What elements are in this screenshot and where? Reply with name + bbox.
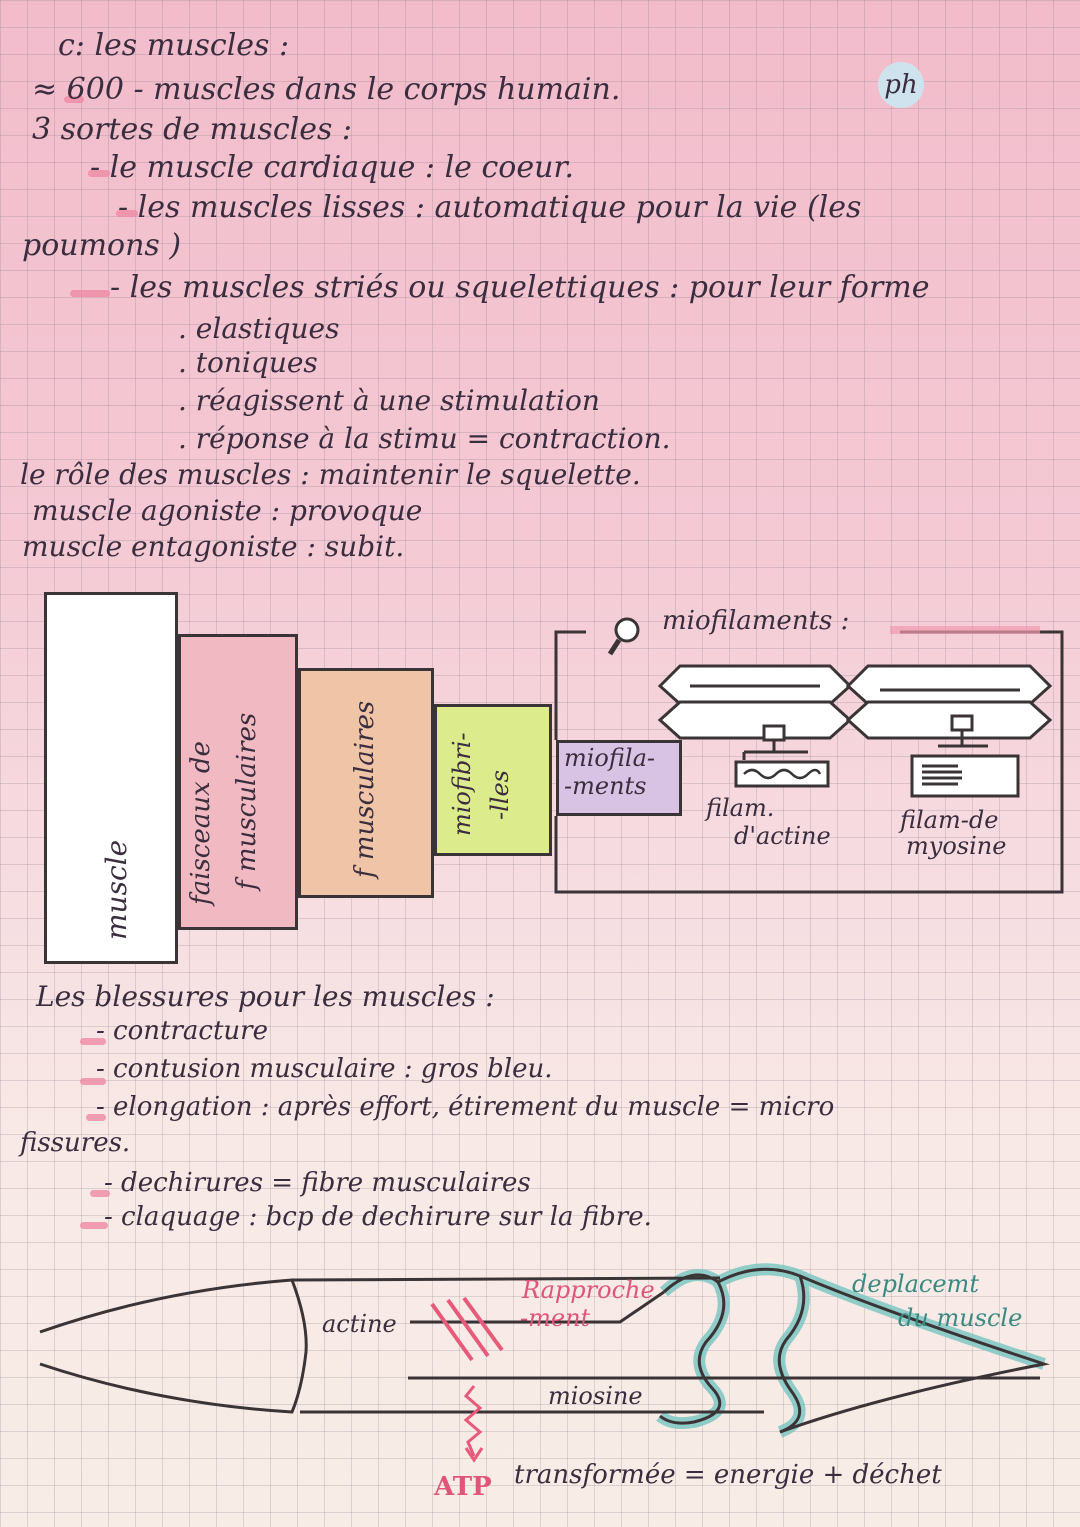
actin-label-2: d'actine [734, 822, 831, 850]
injury-elongation-cont: fissures. [20, 1128, 131, 1158]
type-cardiac: - le muscle cardiaque : le coeur. [90, 150, 574, 185]
bullet-dash [80, 1038, 106, 1045]
type-striated: - les muscles striés ou squelettiques : … [110, 270, 930, 305]
type-smooth-cont: poumons ) [22, 228, 182, 263]
injuries-title: Les blessures pour les muscles : [36, 980, 495, 1013]
atp-label: ATP [434, 1472, 492, 1502]
myosin-label-2: myosine [906, 832, 1007, 860]
myofilaments-box [556, 740, 682, 816]
muscle-fibers-box [298, 668, 434, 898]
muscle-box [44, 592, 178, 964]
injury-contracture: - contracture [96, 1016, 268, 1046]
muscle-end-right [659, 1267, 1050, 1434]
bullet-dash [86, 1114, 106, 1121]
muscle-end-left [39, 1276, 764, 1414]
muscle-count-line: ≈ 600 - muscles dans le corps humain. [32, 72, 621, 107]
actin-label: filam. [706, 794, 775, 822]
filament-bundle-drawing [657, 664, 1053, 740]
agonist-muscle: muscle agoniste : provoque [32, 494, 423, 527]
muscle-types-intro: 3 sortes de muscles : [32, 112, 353, 147]
bullet-dash [80, 1078, 106, 1085]
property-response: . réponse à la stimu = contraction. [178, 422, 671, 455]
injury-tear: - dechirures = fibre musculaires [104, 1168, 531, 1198]
miosine-label: miosine [548, 1382, 643, 1410]
property-tonic: . toniques [178, 346, 318, 379]
ph-stamp: ph [878, 62, 924, 108]
injury-contusion: - contusion musculaire : gros bleu. [96, 1054, 553, 1084]
section-title: c: les muscles : [58, 28, 290, 63]
bullet-dash [80, 1222, 108, 1229]
actine-label: actine [322, 1310, 397, 1338]
deplacement-label: deplacemt [852, 1270, 979, 1298]
magnifier-icon [607, 617, 640, 656]
myosin-filament-drawing [910, 754, 1020, 798]
strike-lines [430, 1296, 504, 1362]
deplacement-label-2: du muscle [898, 1304, 1023, 1332]
property-elastic: . elastiques [178, 312, 340, 345]
rapprochement-label: Rapproche [522, 1276, 655, 1304]
muscle-role: le rôle des muscles : maintenir le squel… [20, 458, 641, 491]
rapprochement-label-2: -ment [520, 1304, 591, 1332]
bullet-dash [116, 210, 138, 217]
atp-note: transformée = energie + déchet [514, 1460, 942, 1490]
bullet-dash [88, 170, 110, 177]
myofilaments-label-2: -ments [564, 772, 647, 800]
fiber-bundles-box [178, 634, 298, 930]
myosin-label: filam-de [900, 806, 999, 834]
injury-elongation: - elongation : après effort, étirement d… [96, 1092, 835, 1122]
zoom-title: miofilaments : [662, 606, 850, 636]
injury-strain: - claquage : bcp de dechirure sur la fib… [104, 1202, 652, 1232]
type-smooth: - les muscles lisses : automatique pour … [118, 190, 862, 225]
myofibrils-box [434, 704, 552, 856]
myofilaments-label: miofila- [564, 744, 655, 772]
bullet-dash [90, 1190, 110, 1197]
bullet-dash [70, 290, 110, 297]
actin-filament-drawing [734, 760, 830, 788]
atp-zigzag [463, 1385, 483, 1457]
bullet-dash [64, 96, 84, 103]
filament-connectors [742, 714, 988, 760]
property-stimulation: . réagissent à une stimulation [178, 384, 600, 417]
atp-arrowhead [464, 1447, 484, 1463]
antagonist-muscle: muscle entagoniste : subit. [22, 530, 405, 563]
